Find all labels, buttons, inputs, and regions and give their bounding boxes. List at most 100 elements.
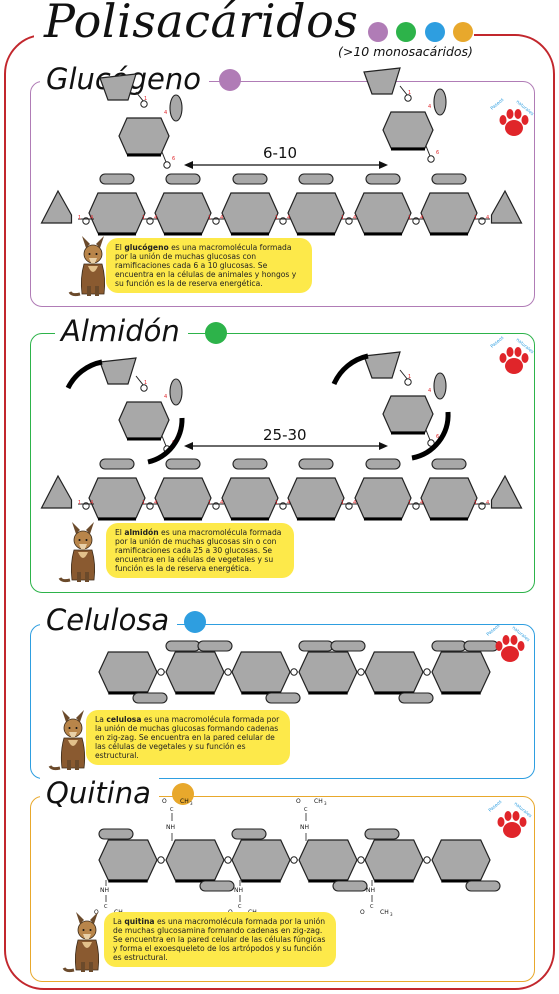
- quitina-glycosidic-oxygen-4: [357, 856, 365, 864]
- celulosa-glycosidic-oxygen-3: [290, 668, 298, 676]
- almidon-right-branch-tip-bond: [399, 369, 409, 381]
- glucogeno-chain-end-left: [40, 189, 73, 224]
- dog-celulosa-icon-eye-left: [68, 727, 71, 729]
- quitina-acetyl-5-ch-sub: 3: [390, 912, 393, 917]
- logo-paw-quitina-icon-toe-2: [504, 811, 512, 821]
- glucogeno-glucose-group-5: [365, 173, 401, 185]
- dog-quitina-icon-muzzle: [83, 934, 91, 944]
- glucogeno-c1-label-4: 1: [275, 215, 278, 221]
- logo-paw-almidon-icon-toe-3: [514, 347, 522, 357]
- logo-paw-glucogeno-icon-toe-4: [521, 115, 529, 125]
- glucogeno-right-branch-group: [433, 88, 447, 116]
- bubble-quitina: La quitina es una macromolécula formada …: [104, 912, 336, 968]
- logo-paw-celulosa-icon-toe-4: [517, 641, 525, 651]
- header-dot-purple: [368, 22, 388, 42]
- section-dot-quitina: [172, 783, 194, 805]
- celulosa-glucose-group-5: [398, 692, 434, 704]
- glucogeno-glucose-ring-4: [287, 192, 345, 234]
- quitina-glycosidic-oxygen-2: [224, 856, 232, 864]
- glucogeno-glucose-group-6: [431, 173, 467, 185]
- almidon-c1-label-5: 1: [341, 500, 344, 506]
- logo-paw-celulosa-icon-toe-3: [510, 635, 518, 645]
- logo-paw-glucogeno-icon-toe-2: [506, 109, 514, 119]
- almidon-arrowhead-left: [184, 442, 193, 450]
- glucogeno-c1-label-6: 1: [408, 215, 411, 221]
- almidon-distance-label: 25-30: [263, 426, 307, 444]
- quitina-group-6: [465, 880, 501, 892]
- dog-almidon-icon-eye-left: [78, 539, 81, 541]
- quitina-acetyl-2-ch-sub: 3: [324, 801, 327, 806]
- glucogeno-glucose-ring-2: [154, 192, 212, 234]
- almidon-c1-label-4: 1: [275, 500, 278, 506]
- logo-paw-quitina-icon-toe-3: [512, 811, 520, 821]
- logo-paw-celulosa-icon-pad: [501, 646, 519, 662]
- page-title: Polisacáridos: [44, 0, 359, 48]
- glucogeno-right-branch-tip-oxygen: [404, 94, 412, 102]
- header-dot-green: [396, 22, 416, 42]
- almidon-right-branch-c4-label: 4: [428, 388, 431, 394]
- glucogeno-c4-label-2: 4: [154, 215, 157, 221]
- almidon-c4-label-3: 4: [220, 500, 223, 506]
- bubble-glucogeno: El glucógeno es una macromolécula formad…: [106, 238, 312, 294]
- glucogeno-c4-label-3: 4: [220, 215, 223, 221]
- glucogeno-right-branch-tip-bond: [399, 85, 409, 97]
- almidon-arrowhead-right: [379, 442, 388, 450]
- header-dot-blue: [425, 22, 445, 42]
- glucogeno-c1-label-1: 1: [78, 215, 81, 221]
- dog-quitina-icon-leg-left: [81, 962, 85, 972]
- logo-paw-celulosa-icon-text-1: Paseos: [485, 623, 501, 638]
- section-title-almidon: Almidón: [55, 314, 188, 348]
- quitina-acetyl-5-o: O: [360, 909, 365, 916]
- bubble-almidon-bold: almidón: [124, 528, 159, 537]
- almidon-left-branch-tip-oxygen: [140, 384, 148, 392]
- dog-glucogeno-icon-leg-left: [87, 286, 91, 296]
- dog-quitina-icon-chest: [82, 942, 92, 948]
- quitina-acetyl-2-nh: NH: [300, 824, 309, 831]
- almidon-chain-end-right: [490, 474, 523, 509]
- quitina-ring-3: [231, 839, 291, 881]
- almidon-c1-label-7: 1: [474, 500, 477, 506]
- almidon-helix-left-bottom: [147, 417, 185, 465]
- almidon-glucose-ring-5: [354, 477, 412, 519]
- celulosa-glucose-ring-4: [298, 651, 358, 693]
- dog-celulosa-icon-leg-right: [75, 760, 79, 770]
- almidon-left-branch-c1-label: 1: [144, 380, 147, 386]
- quitina-acetyl-2-ch: CH: [314, 798, 323, 805]
- glucogeno-arrowhead-left: [184, 161, 193, 169]
- glucogeno-right-branch-link-oxygen: [427, 155, 435, 163]
- glucogeno-c4-label-6: 4: [420, 215, 423, 221]
- celulosa-glycosidic-oxygen-2: [224, 668, 232, 676]
- almidon-glucose-group-4: [298, 458, 334, 470]
- dog-almidon-icon-ear-left: [72, 522, 80, 534]
- bubble-celulosa-bold: celulosa: [106, 715, 142, 724]
- celulosa-glucose-ring-1: [98, 651, 158, 693]
- quitina-group-5: [364, 828, 400, 840]
- logo-paw-almidon-icon-toe-1: [499, 353, 507, 363]
- glucogeno-left-branch-c4-label: 4: [164, 110, 167, 116]
- celulosa-glucose-group-3: [265, 692, 301, 704]
- glucogeno-glucose-group-4: [298, 173, 334, 185]
- almidon-c1-label-2: 1: [142, 500, 145, 506]
- glucogeno-glucose-ring-5: [354, 192, 412, 234]
- almidon-c4-label-7: 4: [486, 500, 489, 506]
- header-dot-orange: [453, 22, 473, 42]
- glucogeno-right-branch-c4-label: 4: [428, 104, 431, 110]
- glucogeno-right-branch-c6-label: 6: [436, 150, 439, 156]
- quitina-acetyl-4-c: C: [238, 904, 242, 910]
- dog-glucogeno-icon-ear-left: [82, 236, 90, 248]
- logo-paw-almidon-icon-toe-2: [506, 347, 514, 357]
- glucogeno-c4-label-1: 4: [90, 215, 93, 221]
- almidon-c1-label-1: 1: [78, 500, 81, 506]
- glucogeno-glucose-ring-1: [88, 192, 146, 234]
- section-title-quitina: Quitina: [40, 776, 159, 810]
- bubble-celulosa-post: es una macromolécula formada por la unió…: [95, 715, 280, 761]
- bubble-celulosa: La celulosa es una macromolécula formada…: [86, 710, 290, 766]
- dog-celulosa-icon-leg-left: [67, 760, 71, 770]
- glucogeno-c1-label-3: 1: [208, 215, 211, 221]
- section-title-celulosa: Celulosa: [40, 603, 178, 637]
- glucogeno-left-branch-tip: [99, 73, 137, 101]
- glucogeno-left-branch-tip-oxygen: [140, 100, 148, 108]
- almidon-c4-label-5: 4: [353, 500, 356, 506]
